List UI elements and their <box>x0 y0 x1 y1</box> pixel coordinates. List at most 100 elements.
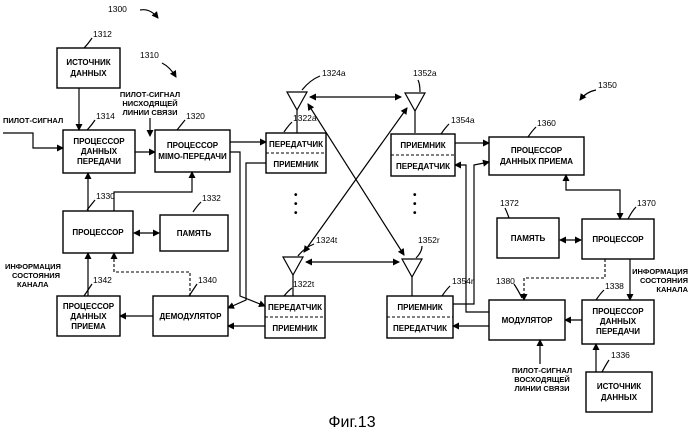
data-source-right: ИСТОЧНИК ДАННЫХ <box>586 372 652 412</box>
system-ref: 1300 <box>108 4 127 14</box>
tx-data-processor-left: ПРОЦЕССОР ДАННЫХ ПЕРЕДАЧИ <box>63 130 135 173</box>
rt-r-ref-leader <box>442 286 450 296</box>
csi-right-label-1: ИНФОРМАЦИЯ <box>632 267 688 276</box>
mod-ref: 1380 <box>496 276 515 286</box>
memory-right: ПАМЯТЬ <box>497 218 559 258</box>
figure-caption: Фиг.13 <box>328 414 375 431</box>
tx-proc-right-ref-leader <box>596 290 604 300</box>
mod-line1: МОДУЛЯТОР <box>502 316 554 325</box>
proc-right-ref: 1370 <box>637 198 656 208</box>
tr-t-ref-leader <box>284 288 292 296</box>
rx-proc-left-line3: ПРИЕМА <box>71 322 106 331</box>
rx-proc-left-line1: ПРОЦЕССОР <box>63 302 115 311</box>
tr-t-top: ПЕРЕДАТЧИК <box>268 303 322 312</box>
tr-a-top: ПЕРЕДАТЧИК <box>269 140 323 149</box>
ul-pilot-label-3: ЛИНИИ СВЯЗИ <box>514 384 569 393</box>
antenna-b2-leader <box>416 246 422 258</box>
src-left-ref: 1312 <box>93 29 112 39</box>
transceiver-1322a: ПЕРЕДАТЧИК ПРИЕМНИК <box>266 133 326 173</box>
tr-a-ref-leader <box>284 122 292 132</box>
src-right-ref: 1336 <box>611 350 630 360</box>
rx-proc-right-line2: ДАННЫХ ПРИЕМА <box>500 157 573 166</box>
antenna-1352r-icon <box>402 259 422 296</box>
tx-proc-left-line2: ДАННЫХ <box>81 147 118 156</box>
rx-data-processor-left: ПРОЦЕССОР ДАННЫХ ПРИЕМА <box>57 296 120 336</box>
data-source-left: ИСТОЧНИК ДАННЫХ <box>57 48 120 88</box>
rx-proc-right-ref-leader <box>528 127 536 137</box>
tr-t-bottom: ПРИЕМНИК <box>272 324 317 333</box>
rt-a-ref: 1354a <box>451 115 475 125</box>
data-source-left-line2: ДАННЫХ <box>70 69 107 78</box>
transceiver-1322t: ПЕРЕДАТЧИК ПРИЕМНИК <box>265 296 325 338</box>
dl-pilot-label-3: ЛИНИИ СВЯЗИ <box>122 108 177 117</box>
processor-right: ПРОЦЕССОР <box>582 219 654 259</box>
proc-left-line1: ПРОЦЕССОР <box>72 228 124 237</box>
antenna-1324t-ref: 1324t <box>316 235 338 245</box>
src-right-line1: ИСТОЧНИК <box>597 382 641 391</box>
csi-left-label-1: ИНФОРМАЦИЯ <box>5 262 61 271</box>
antenna-1352a-icon <box>405 93 425 133</box>
mem-left-ref-leader <box>193 202 201 212</box>
proc-left-ref: 1330 <box>96 191 115 201</box>
ellipsis-right-icon-3: • <box>413 208 417 219</box>
ul-pilot-label-1: ПИЛОТ-СИГНАЛ <box>512 366 572 375</box>
ellipsis-left-icon-3: • <box>294 208 298 219</box>
demodulator: ДЕМОДУЛЯТОР <box>153 296 228 336</box>
ul-pilot-label-2: ВОСХОДЯЩЕЙ <box>514 375 570 384</box>
demod-ref: 1340 <box>198 275 217 285</box>
csi-left-label-3: КАНАЛА <box>17 280 49 289</box>
modulator: МОДУЛЯТОР <box>489 300 565 340</box>
antenna-1352r-ref: 1352r <box>418 235 440 245</box>
mimo-ref-leader <box>177 120 185 130</box>
right-ref-leader <box>580 90 596 100</box>
data-source-left-line1: ИСТОЧНИК <box>66 58 110 67</box>
tx-proc-right-ref: 1338 <box>605 281 624 291</box>
antenna-1324a-ref: 1324a <box>322 68 346 78</box>
system-ref-leader <box>140 10 158 18</box>
antenna-1324t-icon <box>283 257 303 296</box>
tx-proc-right-line3: ПЕРЕДАЧИ <box>596 327 640 336</box>
tx-proc-left-ref-leader <box>87 120 95 130</box>
rt-a-bottom: ПЕРЕДАТЧИК <box>396 162 450 171</box>
mem-right-ref-leader <box>505 208 509 218</box>
rt-r-top: ПРИЕМНИК <box>397 303 442 312</box>
tx-proc-left-line1: ПРОЦЕССОР <box>73 137 125 146</box>
rt-r-ref: 1354r <box>452 276 474 286</box>
demod-line1: ДЕМОДУЛЯТОР <box>160 312 223 321</box>
proc-right-ref-leader <box>628 207 636 219</box>
processor-left: ПРОЦЕССОР <box>63 211 133 253</box>
memory-left: ПАМЯТЬ <box>160 215 228 251</box>
mimo-tx-processor: ПРОЦЕССОР MIMO-ПЕРЕДАЧИ <box>155 130 230 172</box>
antenna-a1-leader <box>302 76 320 90</box>
csi-right-label-2: СОСТОЯНИЯ <box>640 276 688 285</box>
csi-left-label-2: СОСТОЯНИЯ <box>12 271 60 280</box>
rx-proc-left-ref: 1342 <box>93 275 112 285</box>
dl-pilot-label-1: ПИЛОТ-СИГНАЛ <box>120 90 180 99</box>
rx-data-processor-right: ПРОЦЕССОР ДАННЫХ ПРИЕМА <box>489 137 584 175</box>
transceiver-1354r: ПРИЕМНИК ПЕРЕДАТЧИК <box>387 296 453 338</box>
proc-right-line1: ПРОЦЕССОР <box>592 235 644 244</box>
mimo-line2: MIMO-ПЕРЕДАЧИ <box>158 152 227 161</box>
rt-a-ref-leader <box>441 124 449 134</box>
transceiver-1354a: ПРИЕМНИК ПЕРЕДАТЧИК <box>391 134 455 176</box>
left-station-ref: 1310 <box>140 50 159 60</box>
mimo-line1: ПРОЦЕССОР <box>167 141 219 150</box>
mem-left-ref: 1332 <box>202 193 221 203</box>
tx-data-processor-right: ПРОЦЕССОР ДАННЫХ ПЕРЕДАЧИ <box>582 300 654 344</box>
antenna-1352a-ref: 1352a <box>413 68 437 78</box>
mimo-ref: 1320 <box>186 111 205 121</box>
tx-proc-left-ref: 1314 <box>96 111 115 121</box>
rt-a-top: ПРИЕМНИК <box>400 141 445 150</box>
dl-pilot-label-2: НИСХОДЯЩЕЙ <box>122 99 177 108</box>
tr-t-ref: 1322t <box>293 279 315 289</box>
mem-right-line1: ПАМЯТЬ <box>511 234 546 243</box>
csi-right-label-3: КАНАЛА <box>656 285 688 294</box>
left-ref-leader <box>162 63 176 77</box>
rx-proc-right-line1: ПРОЦЕССОР <box>511 146 563 155</box>
antenna-b1-leader <box>418 80 420 92</box>
tx-proc-right-line2: ДАННЫХ <box>600 317 637 326</box>
src-left-ref-leader <box>84 38 92 48</box>
right-station-ref: 1350 <box>598 80 617 90</box>
mem-left-line1: ПАМЯТЬ <box>177 229 212 238</box>
